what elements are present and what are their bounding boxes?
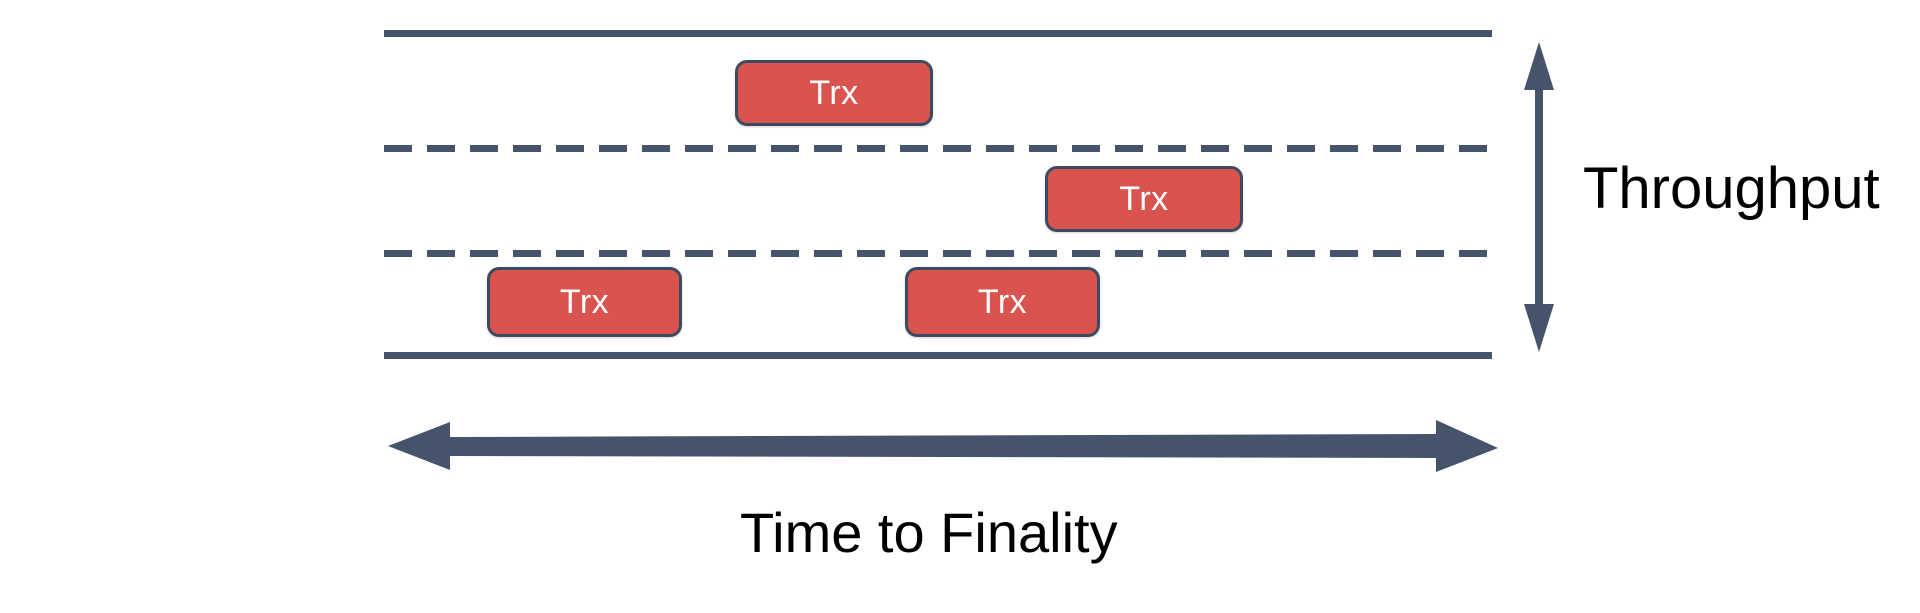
double-headed-horizontal-arrow-icon (388, 418, 1498, 474)
transaction-box[interactable]: Trx (487, 267, 682, 337)
lane-line-divider-upper-dashed (384, 145, 1492, 152)
axis-label-throughput: Throughput (1583, 156, 1880, 221)
lane-line-divider-lower-dashed (384, 250, 1492, 257)
double-headed-vertical-arrow-icon (1522, 42, 1556, 352)
transaction-box[interactable]: Trx (905, 267, 1100, 337)
transaction-box[interactable]: Trx (1045, 166, 1243, 232)
lane-line-top-solid (384, 30, 1492, 37)
transaction-box[interactable]: Trx (735, 60, 933, 126)
axis-label-time-to-finality: Time to Finality (740, 501, 1118, 564)
lane-line-bottom-solid (384, 352, 1492, 359)
